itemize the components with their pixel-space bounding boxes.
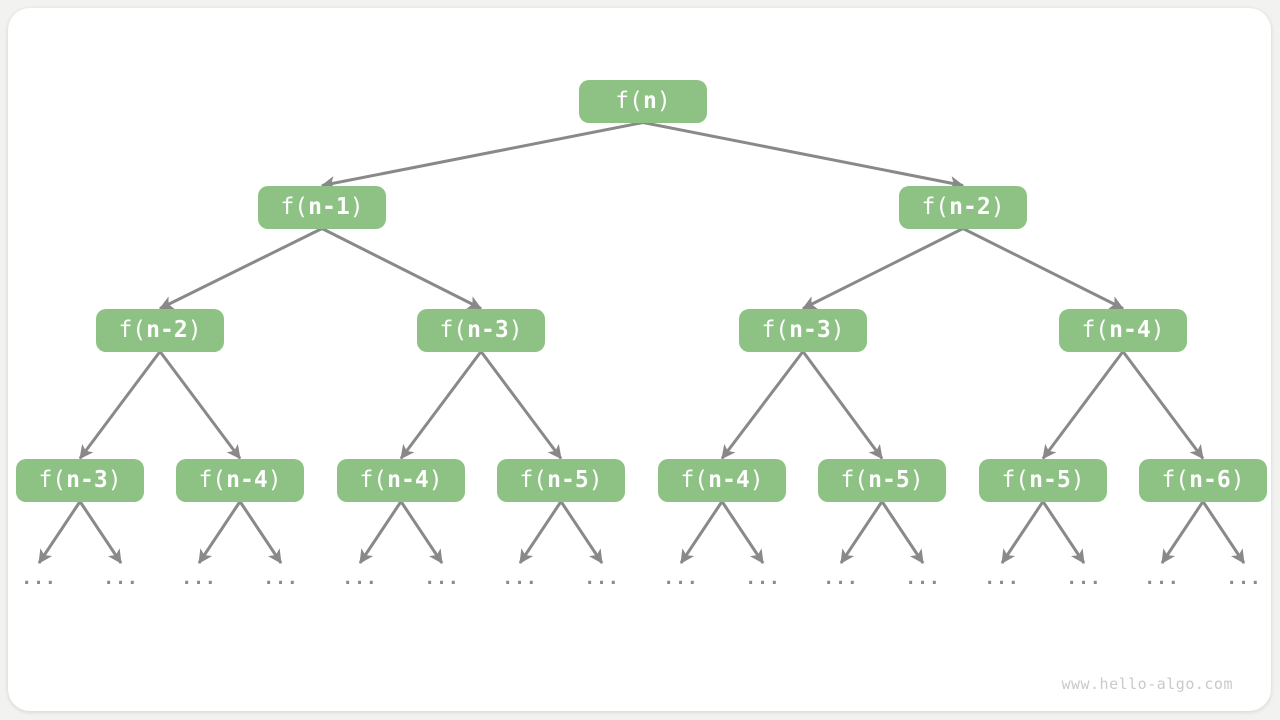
node-label-arg: n-6 xyxy=(1189,467,1231,493)
ellipsis: ... xyxy=(21,568,57,589)
node-label-prefix: f( xyxy=(38,467,67,493)
node-label-arg: n-1 xyxy=(308,194,350,220)
node-label-suffix: ) xyxy=(107,467,122,493)
node-label-arg: n-4 xyxy=(1109,317,1151,343)
tree-node-f-n-4: f(n-4) xyxy=(176,458,304,502)
tree-node-f-n-3: f(n-3) xyxy=(739,308,867,352)
ellipsis: ... xyxy=(181,568,217,589)
node-label-arg: n-4 xyxy=(708,467,750,493)
ellipsis: ... xyxy=(1066,568,1102,589)
node-label-suffix: ) xyxy=(830,317,845,343)
node-label-prefix: f( xyxy=(519,467,548,493)
node-label-prefix: f( xyxy=(118,317,147,343)
node-label-arg: n-4 xyxy=(226,467,268,493)
ellipsis: ... xyxy=(823,568,859,589)
tree-node-f-n-6: f(n-6) xyxy=(1139,458,1267,502)
node-label-arg: n-2 xyxy=(146,317,188,343)
node-label-arg: n-4 xyxy=(387,467,429,493)
tree-node-f-n-4: f(n-4) xyxy=(1059,308,1187,352)
tree-node-f-n-4: f(n-4) xyxy=(658,458,786,502)
node-label-prefix: f( xyxy=(1001,467,1030,493)
node-label-arg: n xyxy=(642,88,657,114)
node-label-prefix: f( xyxy=(680,467,709,493)
node-label-suffix: ) xyxy=(508,317,523,343)
node-label-prefix: f( xyxy=(280,194,309,220)
node-label-suffix: ) xyxy=(1230,467,1245,493)
ellipsis: ... xyxy=(342,568,378,589)
node-label-suffix: ) xyxy=(990,194,1005,220)
node-label-arg: n-3 xyxy=(467,317,509,343)
node-label-suffix: ) xyxy=(1150,317,1165,343)
node-label-prefix: f( xyxy=(921,194,950,220)
node-label-prefix: f( xyxy=(198,467,227,493)
node-label-suffix: ) xyxy=(909,467,924,493)
node-label-suffix: ) xyxy=(749,467,764,493)
node-label-suffix: ) xyxy=(187,317,202,343)
tree-node-f-n-3: f(n-3) xyxy=(417,308,545,352)
node-label-suffix: ) xyxy=(349,194,364,220)
node-label-suffix: ) xyxy=(428,467,443,493)
ellipsis: ... xyxy=(663,568,699,589)
node-label-suffix: ) xyxy=(1070,467,1085,493)
node-label-suffix: ) xyxy=(588,467,603,493)
ellipsis: ... xyxy=(1226,568,1262,589)
node-label-prefix: f( xyxy=(439,317,468,343)
tree-node-f-n-5: f(n-5) xyxy=(979,458,1107,502)
tree-node-f-n-3: f(n-3) xyxy=(16,458,144,502)
node-label-arg: n-3 xyxy=(789,317,831,343)
tree-node-f-n-2: f(n-2) xyxy=(96,308,224,352)
watermark: www.hello-algo.com xyxy=(1061,675,1233,693)
ellipsis: ... xyxy=(424,568,460,589)
tree-node-f-n-5: f(n-5) xyxy=(818,458,946,502)
node-label-prefix: f( xyxy=(359,467,388,493)
ellipsis: ... xyxy=(502,568,538,589)
ellipsis: ... xyxy=(263,568,299,589)
node-label-arg: n-5 xyxy=(1029,467,1071,493)
node-label-prefix: f( xyxy=(761,317,790,343)
node-label-prefix: f( xyxy=(840,467,869,493)
tree-node-f-n-4: f(n-4) xyxy=(337,458,465,502)
node-label-arg: n-3 xyxy=(66,467,108,493)
tree-node-f-n: f(n) xyxy=(579,79,707,123)
tree-node-f-n-2: f(n-2) xyxy=(899,185,1027,229)
node-label-prefix: f( xyxy=(1081,317,1110,343)
node-label-prefix: f( xyxy=(1161,467,1190,493)
ellipsis: ... xyxy=(103,568,139,589)
node-label-suffix: ) xyxy=(267,467,282,493)
tree-node-f-n-5: f(n-5) xyxy=(497,458,625,502)
node-label-arg: n-5 xyxy=(547,467,589,493)
ellipsis: ... xyxy=(584,568,620,589)
node-label-arg: n-2 xyxy=(949,194,991,220)
ellipsis: ... xyxy=(1144,568,1180,589)
ellipsis: ... xyxy=(905,568,941,589)
ellipsis: ... xyxy=(745,568,781,589)
node-label-arg: n-5 xyxy=(868,467,910,493)
tree-node-f-n-1: f(n-1) xyxy=(258,185,386,229)
node-label-suffix: ) xyxy=(656,88,671,114)
node-label-prefix: f( xyxy=(615,88,643,114)
ellipsis: ... xyxy=(984,568,1020,589)
